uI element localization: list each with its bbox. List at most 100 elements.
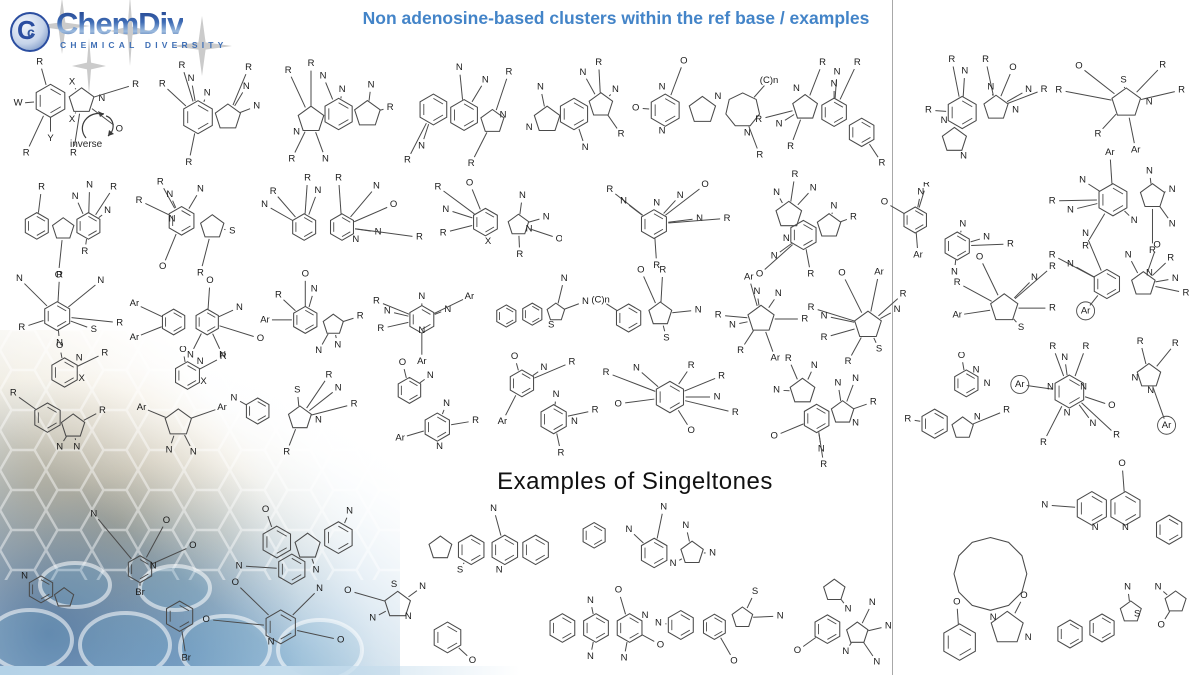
atom-label: N [917, 187, 924, 198]
atom-label: R [1041, 84, 1048, 95]
atom-label: N [1025, 632, 1032, 643]
atom-label: R [1049, 342, 1056, 352]
atom-label: N [418, 140, 425, 151]
atom-label: N [811, 360, 818, 371]
atom-label: R [197, 267, 204, 278]
atom-label: R [351, 399, 358, 410]
atom-label: N [150, 560, 157, 571]
atom-label: O [657, 639, 664, 650]
atom-label: R [756, 150, 763, 161]
molecule-structure: RNNNNRONRN [770, 353, 876, 468]
atom-label: O [1075, 61, 1082, 72]
atom-label: R [1094, 129, 1101, 140]
atom-label: X [200, 376, 207, 387]
atom-label: R [23, 147, 30, 158]
atom-label: O [637, 266, 644, 276]
atom-label: O [953, 596, 960, 607]
atom-label: R [592, 405, 599, 416]
atom-label: S [548, 320, 554, 331]
atom-label: R [755, 114, 762, 125]
atom-label: R [377, 323, 384, 334]
atom-label: N [261, 199, 268, 210]
atom-label: N [418, 325, 425, 336]
atom-label: N [612, 84, 619, 95]
atom-label: N [633, 362, 640, 373]
atom-label: N [810, 182, 817, 193]
atom-label: N [315, 345, 322, 356]
atom-label: Ar [498, 416, 508, 427]
atom-label: O [958, 352, 965, 361]
atom-label: N [793, 83, 800, 94]
atom-label: R [688, 360, 695, 371]
atom-label: O [56, 342, 63, 351]
atom-label: N [98, 93, 105, 104]
molecule-structure: NSN [496, 273, 589, 331]
atom-label: N [852, 418, 859, 429]
atom-label: Ar [771, 353, 781, 364]
atom-label: N [311, 284, 318, 295]
atom-label: N [1131, 373, 1138, 384]
atom-label: N [587, 595, 594, 606]
atom-label: S [1120, 75, 1126, 86]
atom-label: N [293, 126, 300, 137]
atom-label: N [253, 101, 260, 112]
atom-label: Ar [217, 402, 227, 413]
atom-label: R [357, 311, 364, 322]
atom-label: O [881, 197, 888, 208]
atom-label: S [391, 579, 397, 590]
atom-label: N [587, 651, 594, 662]
atom-label: R [850, 212, 857, 223]
atom-label: N [334, 339, 341, 350]
atom-label: X [78, 373, 85, 384]
atom-label: R [618, 129, 625, 140]
atom-label: N [540, 362, 547, 373]
atom-label: N [571, 416, 578, 427]
section-divider-line [892, 0, 893, 675]
atom-label: N [777, 611, 784, 622]
atom-label: X [485, 236, 492, 247]
atom-label: N [1064, 407, 1071, 418]
atom-label: Ar [260, 314, 270, 325]
atom-label: R [36, 56, 43, 67]
atom-label: N [714, 91, 721, 102]
atom-label: N [190, 447, 197, 458]
atom-label: N [442, 204, 449, 215]
slide-title: Non adenosine-based clusters within the … [362, 8, 870, 28]
atom-label: N [621, 653, 628, 664]
atom-label: R [101, 347, 108, 358]
atom-label: R [1049, 303, 1056, 314]
atom-label: R [821, 332, 828, 343]
atom-label: N [714, 392, 721, 403]
atom-label: N [729, 319, 736, 330]
atom-label: N [90, 508, 97, 519]
atom-label: N [537, 82, 544, 93]
atom-label: N [86, 180, 93, 191]
atom-label: R [791, 170, 798, 180]
atom-label: R [732, 407, 739, 418]
atom-label: R [326, 370, 333, 381]
atom-label: N [1079, 175, 1086, 186]
atom-label: O [976, 252, 983, 263]
atom-label: R [416, 232, 423, 243]
atom-label: O [163, 515, 170, 526]
atom-label: R [110, 182, 117, 193]
atom-label: N [1041, 500, 1048, 511]
atom-label: N [773, 187, 780, 198]
atom-label: O [556, 233, 562, 244]
atom-label: R [1082, 240, 1089, 251]
atom-label: R [904, 414, 911, 425]
atom-label: N [776, 119, 783, 130]
atom-label: Ar [952, 310, 962, 321]
atom-label: O [344, 585, 351, 596]
atom-label: N [1067, 258, 1074, 269]
